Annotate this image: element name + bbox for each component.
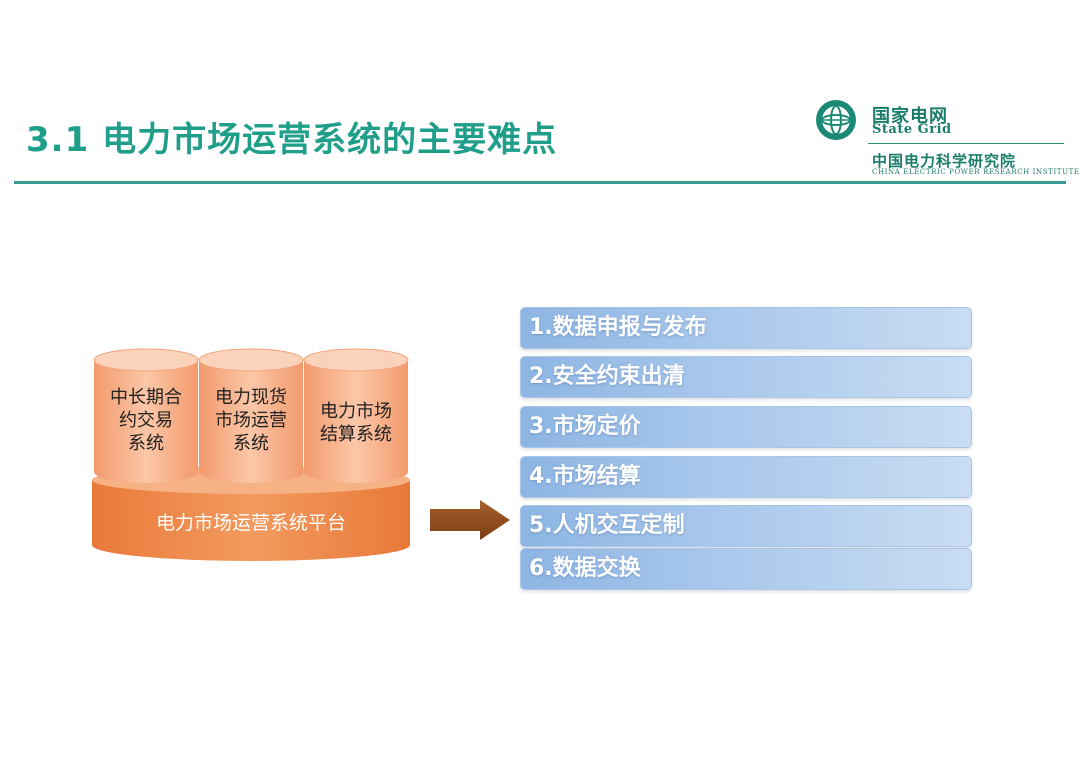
logo-institute-en: CHINA ELECTRIC POWER RESEARCH INSTITUTE (872, 168, 1080, 176)
platform-label: 电力市场运营系统平台 (155, 512, 346, 534)
cylinder-1-line-2: 约交易 (119, 410, 173, 431)
right-arrow-icon (430, 500, 510, 540)
page-title: 3.1 电力市场运营系统的主要难点 (26, 120, 558, 160)
cylinder-label-2: 电力现货 市场运营 系统 (203, 386, 299, 455)
cylinder-settlement (303, 348, 409, 483)
title-divider (14, 181, 1066, 184)
difficulty-item-4: 4.市场结算 (520, 456, 972, 498)
cylinder-label-1: 中长期合 约交易 系统 (98, 386, 194, 455)
cylinder-1-line-1: 中长期合 (110, 387, 182, 408)
cylinder-2-line-1: 电力现货 (215, 387, 287, 408)
cylinder-3-line-2: 结算系统 (320, 424, 392, 445)
platform-diagram (92, 348, 410, 561)
cylinder-2-line-2: 市场运营 (215, 410, 287, 431)
difficulty-item-2: 2.安全约束出清 (520, 356, 972, 398)
cylinder-2-line-3: 系统 (233, 433, 269, 454)
difficulty-item-6: 6.数据交换 (520, 548, 972, 590)
cylinder-label-3: 电力市场 结算系统 (308, 400, 404, 446)
cylinder-long-term-trading (93, 348, 199, 483)
logo-divider (868, 143, 1064, 144)
cylinder-spot-market (198, 348, 304, 483)
cylinder-3-line-1: 电力市场 (320, 401, 392, 422)
difficulty-item-5: 5.人机交互定制 (520, 505, 972, 547)
logo-name-cn: 国家电网 (872, 106, 948, 127)
difficulty-item-3: 3.市场定价 (520, 406, 972, 448)
state-grid-emblem-icon (816, 100, 856, 140)
logo-name-en: State Grid (872, 122, 952, 137)
cylinder-1-line-3: 系统 (128, 433, 164, 454)
logo-institute-cn: 中国电力科学研究院 (872, 152, 1017, 170)
difficulty-item-1: 1.数据申报与发布 (520, 307, 972, 349)
